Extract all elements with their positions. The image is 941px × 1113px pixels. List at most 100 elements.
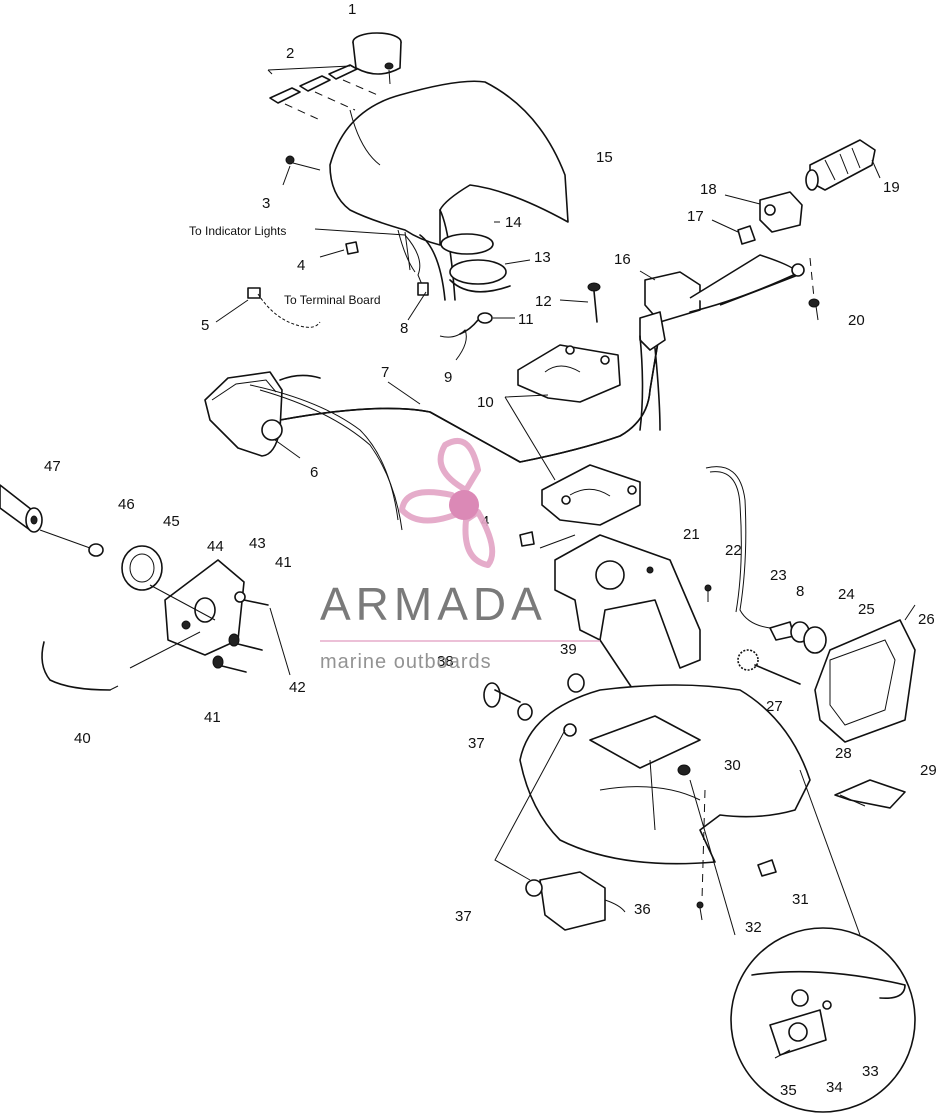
part-29-tab <box>834 779 906 809</box>
part-46-bolt <box>39 529 104 557</box>
drawing-layer <box>0 32 916 1113</box>
callout-29: 29 <box>920 762 937 779</box>
part-41-42-fasteners <box>212 591 291 676</box>
part-45-seal <box>121 545 163 591</box>
callout-14: 14 <box>505 214 522 231</box>
callout-11: 11 <box>518 311 534 328</box>
callout-13: 13 <box>534 249 551 266</box>
callout-30: 30 <box>724 757 741 774</box>
callout-17: 17 <box>687 208 704 225</box>
callout-28: 28 <box>835 745 852 762</box>
part-21-bracket <box>539 534 701 701</box>
callout-43: 43 <box>249 535 266 552</box>
callout-24: 24 <box>838 586 855 603</box>
callout-39: 39 <box>560 641 577 658</box>
callout-31: 31 <box>792 891 809 908</box>
callout-34: 34 <box>826 1079 843 1096</box>
callout-35: 35 <box>780 1082 797 1099</box>
callout-2: 2 <box>286 45 294 62</box>
part-23-gear <box>737 649 801 685</box>
part-39-nut <box>517 673 585 721</box>
callout-36: 36 <box>634 901 651 918</box>
cable-23 <box>705 466 771 629</box>
callout-44: 44 <box>207 538 224 555</box>
callout-6: 6 <box>310 464 318 481</box>
part-26-headlight <box>814 604 916 743</box>
callout-15: 15 <box>596 149 613 166</box>
callout-40: 40 <box>74 730 91 747</box>
callout-3: 3 <box>262 195 270 212</box>
callout-32: 32 <box>745 919 762 936</box>
callout-45: 45 <box>163 513 180 530</box>
callout-8b: 8 <box>796 583 804 600</box>
part-17-plunger <box>711 219 756 245</box>
note-indicator-lights: To Indicator Lights <box>189 224 286 238</box>
part-25-ring <box>803 626 827 654</box>
part-43-plate <box>129 559 245 669</box>
part-18-throttle-housing <box>724 191 803 233</box>
callout-1: 1 <box>348 1 356 18</box>
part-40-wire <box>41 641 119 691</box>
part-47-bearing <box>0 484 43 533</box>
callout-37b: 37 <box>455 908 472 925</box>
callout-7: 7 <box>381 364 389 381</box>
callout-27: 27 <box>766 698 783 715</box>
callout-42: 42 <box>289 679 306 696</box>
callout-5: 5 <box>201 317 209 334</box>
callout-12: 12 <box>535 293 552 310</box>
part-22-screw <box>704 584 712 602</box>
callout-20: 20 <box>848 312 865 329</box>
part-4-clip-lower <box>519 531 535 547</box>
watermark-brand: ARMADA <box>320 578 547 630</box>
part-2-lenses <box>267 64 381 121</box>
part-12-bolt <box>559 282 601 323</box>
part-31-nut <box>757 859 777 877</box>
callout-47: 47 <box>44 458 61 475</box>
part-38-switch <box>483 682 521 708</box>
callout-4: 4 <box>297 257 305 274</box>
part-16-right-control <box>639 254 805 431</box>
callout-41: 41 <box>275 554 292 571</box>
callout-19: 19 <box>883 179 900 196</box>
part-30-grommet <box>677 764 691 776</box>
part-11-bulb <box>439 312 515 361</box>
note-terminal-board: To Terminal Board <box>284 293 381 307</box>
armada-propeller-logo <box>399 437 496 568</box>
callout-18: 18 <box>700 181 717 198</box>
detail-inset <box>689 769 916 1113</box>
callout-21: 21 <box>683 526 700 543</box>
callout-41b: 41 <box>204 709 221 726</box>
callout-26: 26 <box>918 611 935 628</box>
part-3-screw <box>282 155 321 186</box>
part-15-hood <box>329 80 569 301</box>
callout-22: 22 <box>725 542 742 559</box>
part-1-cap <box>352 32 402 85</box>
part-19-grip <box>805 139 881 191</box>
callout-33: 33 <box>862 1063 879 1080</box>
part-32-screw <box>696 789 706 921</box>
watermark: ARMADA marine outboards <box>320 437 600 673</box>
part-20-screw <box>808 257 820 321</box>
callout-labels: 1 2 3 4 4 5 6 7 8 8 9 10 11 12 13 14 15 … <box>44 1 937 1099</box>
part-37-switch-lower <box>494 729 626 931</box>
callout-46: 46 <box>118 496 135 513</box>
callout-23: 23 <box>770 567 787 584</box>
part-4-clip-upper <box>319 241 359 258</box>
part-6-left-control <box>204 371 403 531</box>
part-10-clamp-top <box>517 344 621 403</box>
part-14-13-rings <box>440 221 531 293</box>
callout-38: 38 <box>437 653 454 670</box>
watermark-tagline: marine outboards <box>320 651 492 673</box>
wire-indicator <box>314 228 429 321</box>
callout-25: 25 <box>858 601 875 618</box>
callout-37: 37 <box>468 735 485 752</box>
callout-10: 10 <box>477 394 494 411</box>
part-10-clamp-bottom <box>504 394 641 526</box>
callout-8: 8 <box>400 320 408 337</box>
callout-16: 16 <box>614 251 631 268</box>
part-36-shroud <box>519 684 811 865</box>
callout-9: 9 <box>444 369 452 386</box>
part-7-handlebar <box>279 329 661 463</box>
